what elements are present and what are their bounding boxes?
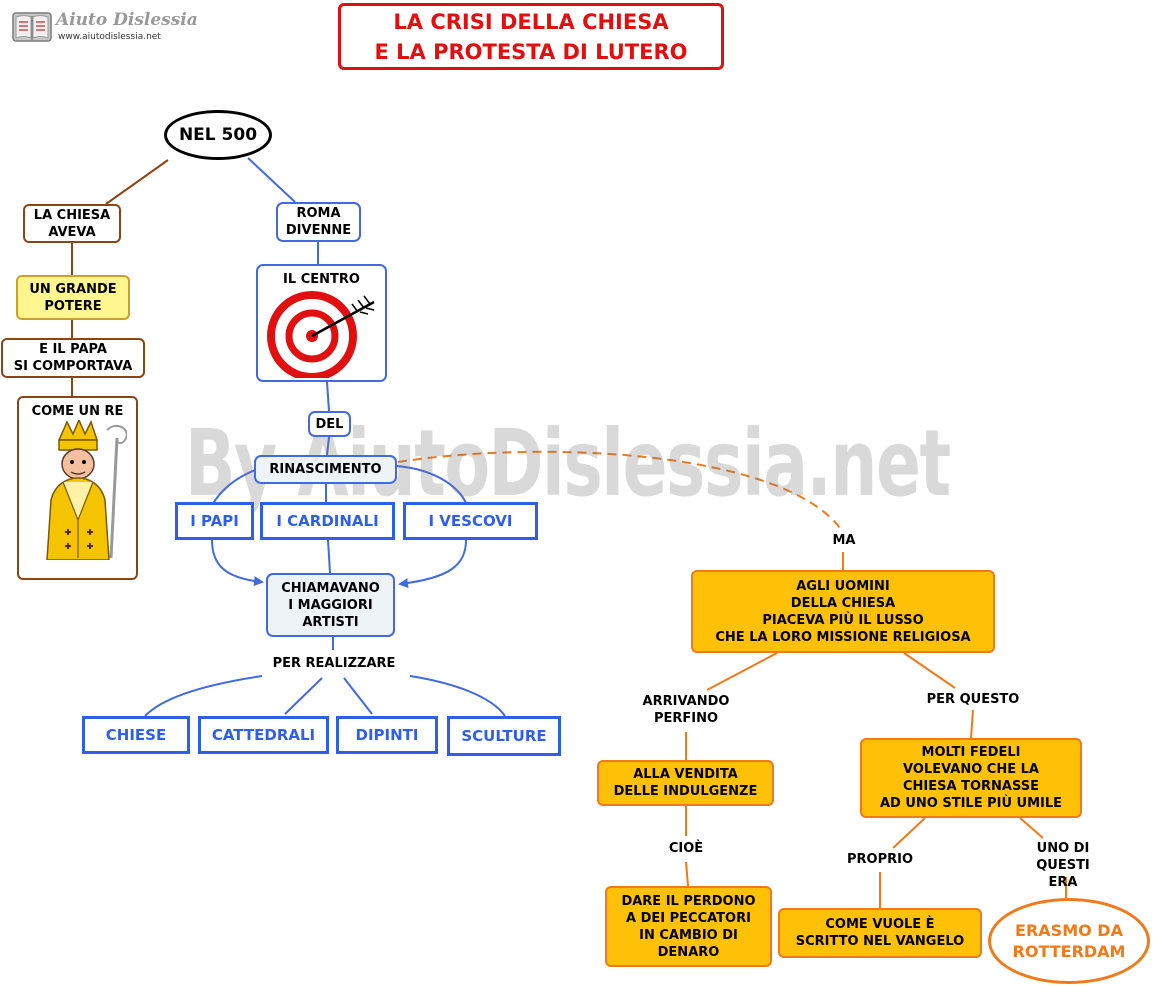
node-rinascimento: RINASCIMENTO: [254, 455, 397, 484]
label-per-questo: PER QUESTO: [926, 692, 1020, 707]
node-uomini-chiesa: AGLI UOMINI DELLA CHIESA PIACEVA PIÙ IL …: [691, 570, 995, 653]
node-come-un-re: COME UN RE: [17, 396, 138, 580]
node-cattedrali: CATTEDRALI: [198, 716, 329, 754]
logo-url: www.aiutodislessia.net: [58, 32, 161, 42]
come-un-re-label: COME UN RE: [31, 404, 124, 419]
label-cioe: CIOÈ: [668, 841, 704, 856]
il-centro-label: IL CENTRO: [283, 272, 360, 287]
node-dipinti: DIPINTI: [336, 716, 438, 754]
label-uno-di-questi: UNO DI QUESTI ERA: [1036, 841, 1090, 890]
node-i-papi: I PAPI: [175, 502, 254, 540]
label-ma: MA: [832, 533, 856, 548]
logo-name: Aiuto Dislessia: [56, 10, 198, 30]
node-molti-fedeli: MOLTI FEDELI VOLEVANO CHE LA CHIESA TORN…: [860, 738, 1082, 818]
node-del: DEL: [308, 411, 351, 437]
node-roma-divenne: ROMA DIVENNE: [276, 202, 361, 242]
pope-icon: [46, 420, 127, 560]
node-vendita-indulgenze: ALLA VENDITA DELLE INDULGENZE: [597, 760, 774, 806]
node-vangelo: COME VUOLE È SCRITTO NEL VANGELO: [778, 908, 982, 958]
node-erasmo: ERASMO DA ROTTERDAM: [988, 898, 1150, 984]
label-proprio: PROPRIO: [846, 852, 914, 867]
node-il-centro: IL CENTRO: [256, 264, 387, 382]
root-node-nel-500: NEL 500: [164, 110, 272, 160]
node-chiese: CHIESE: [82, 716, 190, 754]
label-per-realizzare: PER REALIZZARE: [272, 656, 396, 671]
node-chiesa-aveva: LA CHIESA AVEVA: [23, 204, 121, 243]
node-grande-potere: UN GRANDE POTERE: [16, 275, 130, 320]
label-arrivando-perfino: ARRIVANDO PERFINO: [642, 694, 730, 726]
page-title: LA CRISI DELLA CHIESA E LA PROTESTA DI L…: [338, 3, 724, 70]
target-icon: [267, 291, 375, 378]
node-perdono-denaro: DARE IL PERDONO A DEI PECCATORI IN CAMBI…: [605, 886, 772, 967]
node-i-vescovi: I VESCOVI: [403, 502, 538, 540]
book-logo-icon: [12, 10, 52, 44]
node-sculture: SCULTURE: [447, 716, 561, 756]
node-i-cardinali: I CARDINALI: [260, 502, 395, 540]
node-papa-comportava: E IL PAPA SI COMPORTAVA: [1, 338, 145, 378]
node-chiamavano-artisti: CHIAMAVANO I MAGGIORI ARTISTI: [266, 573, 395, 637]
